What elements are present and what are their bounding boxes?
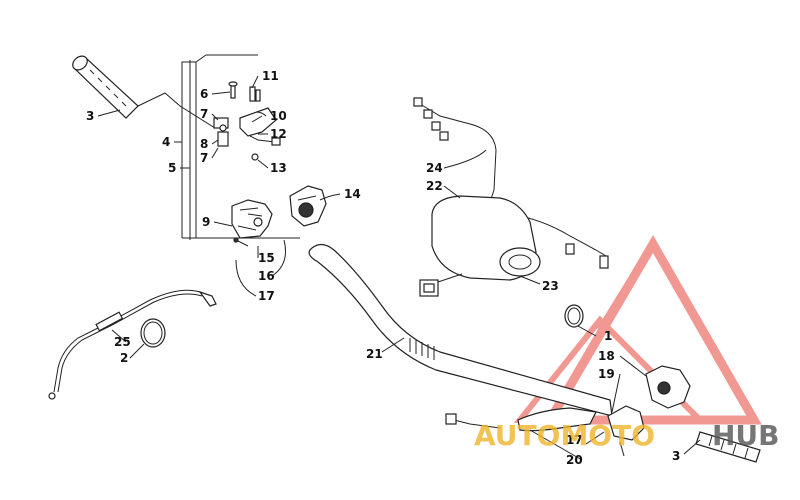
leader-lines: [97, 75, 701, 461]
callout-7-bottom: 7: [200, 151, 208, 165]
callout-7-top: 7: [200, 107, 208, 121]
callout-10: 10: [270, 109, 287, 123]
callout-18: 18: [598, 349, 615, 363]
switch-harness-12: [249, 135, 281, 146]
callout-15: 15: [258, 251, 275, 265]
right-housing-19: [607, 405, 645, 457]
callout-3-right: 3: [672, 449, 680, 463]
screw-15: [233, 237, 249, 247]
callout-17-bottom: 17: [566, 433, 583, 447]
right-switch-18: [645, 365, 691, 409]
callout-19: 19: [598, 367, 615, 381]
callout-13: 13: [270, 161, 287, 175]
brake-lever-20: [445, 407, 597, 432]
callout-5: 5: [168, 161, 176, 175]
callout-17-top: 17: [258, 289, 275, 303]
callout-9: 9: [202, 215, 210, 229]
callout-16: 16: [258, 269, 275, 283]
handlebar-switch-14: [289, 185, 327, 227]
watermark-text: AUTOMOTO HUB: [474, 419, 780, 452]
clamp-2: [140, 318, 166, 348]
callout-12: 12: [270, 127, 287, 141]
throttle-housing-9: [231, 199, 273, 239]
callout-2: 2: [120, 351, 128, 365]
callout-11: 11: [262, 69, 279, 83]
nut-13: [251, 153, 259, 161]
callout-22: 22: [426, 179, 443, 193]
pin-11: [249, 86, 261, 102]
callout-4: 4: [162, 135, 170, 149]
connector-23: [419, 273, 463, 297]
callout-23: 23: [542, 279, 559, 293]
watermark-word-automoto: AUTOMOTO: [474, 419, 655, 452]
callout-3-left: 3: [86, 109, 94, 123]
screw-6: [228, 81, 238, 99]
washers-7-8: [213, 117, 229, 147]
clamp-1: [564, 304, 584, 328]
callout-25: 25: [114, 335, 131, 349]
watermark-word-hub: HUB: [712, 419, 780, 452]
handlebar-cover-22: [431, 195, 541, 281]
callout-labels: 3 4 5 6 7 8 7 9 11 10 12 13 14 15 16 17 …: [86, 69, 680, 467]
left-handlebar-grip: [72, 55, 216, 129]
right-handlebar-grip: [695, 431, 761, 463]
callout-1: 1: [604, 329, 612, 343]
callout-21: 21: [366, 347, 383, 361]
callout-24: 24: [426, 161, 443, 175]
brake-lever-10: [239, 107, 277, 137]
callout-6: 6: [200, 87, 208, 101]
throttle-cable-25: [48, 289, 217, 400]
callout-8: 8: [200, 137, 208, 151]
callout-20: 20: [566, 453, 583, 467]
callout-14: 14: [344, 187, 361, 201]
